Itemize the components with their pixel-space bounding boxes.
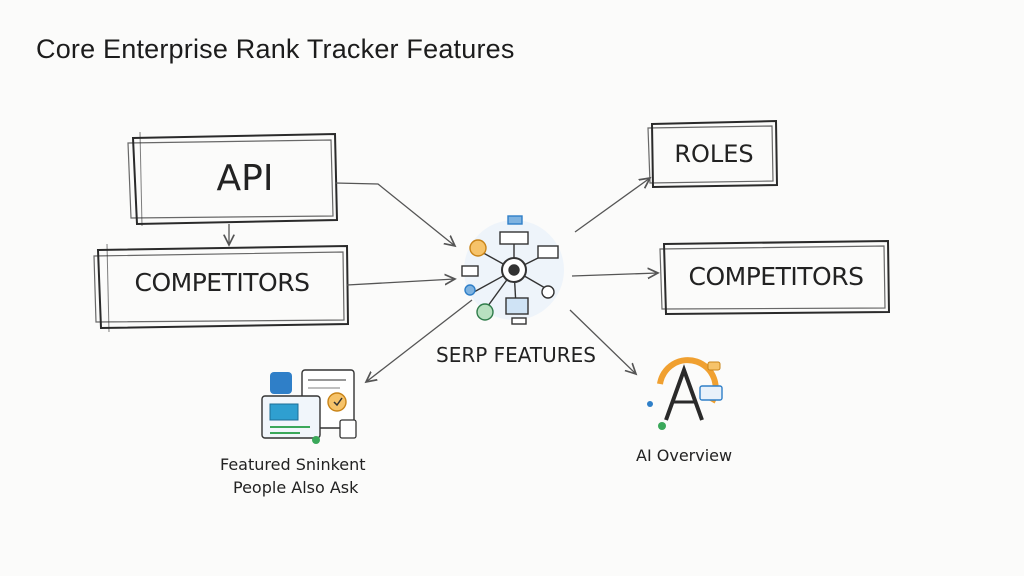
- serp-features-label: SERP FEATURES: [436, 343, 596, 367]
- serp-network-icon: [461, 215, 564, 325]
- arrow-center-to-roles: [574, 178, 650, 233]
- competitors-right-label: COMPETITORS: [688, 262, 864, 291]
- arrow-center-to-featured: [366, 299, 473, 382]
- arrow-center-to-competitors: [571, 273, 658, 276]
- api-box: [127, 131, 339, 227]
- ai-overview-label: AI Overview: [636, 446, 733, 465]
- arrow-center-to-ai: [569, 309, 636, 374]
- roles-label: ROLES: [674, 140, 754, 168]
- connector-arrows: [229, 178, 658, 382]
- roles-box: [647, 119, 779, 189]
- competitors-left-label: COMPETITORS: [134, 268, 310, 297]
- api-label: API: [216, 158, 274, 199]
- competitors-right-box: [659, 239, 891, 316]
- people-also-ask-label: People Also Ask: [233, 478, 359, 497]
- ai-overview-letter-a-icon: [647, 357, 723, 430]
- arrow-api-to-center: [334, 182, 455, 246]
- arrow-competitors-to-center: [346, 279, 455, 286]
- featured-snippet-label: Featured Sninkent: [220, 455, 366, 474]
- search-results-illustration-icon: [261, 369, 357, 444]
- competitors-left-box: [93, 243, 350, 333]
- diagram-title: Core Enterprise Rank Tracker Features: [36, 34, 515, 64]
